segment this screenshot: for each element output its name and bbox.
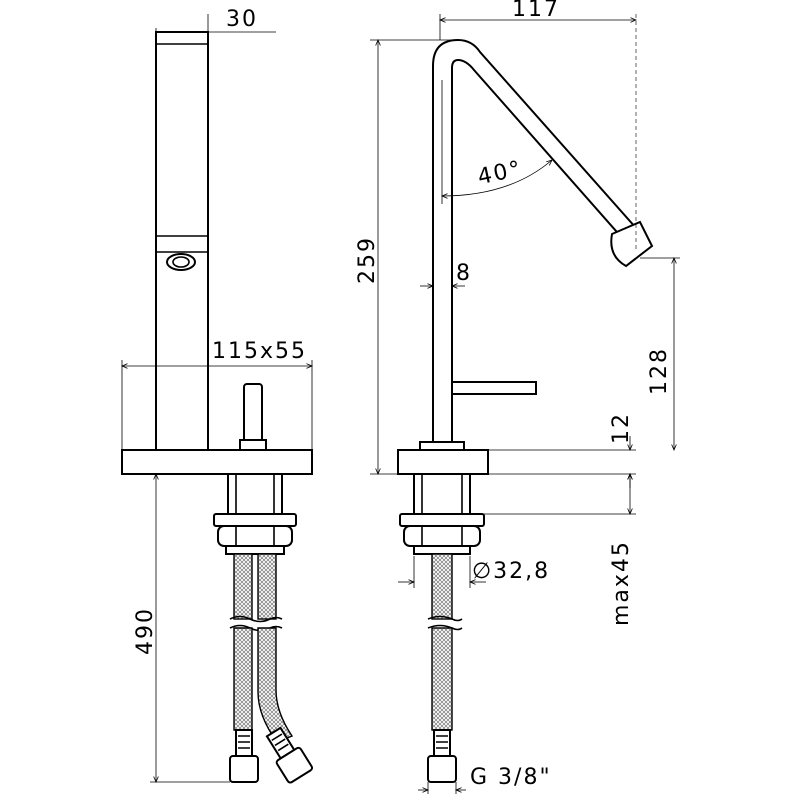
side-view-dimensions: 30 115x55 490	[122, 7, 312, 782]
dim-shank-diameter: ∅32,8	[472, 559, 550, 584]
front-fitting	[433, 729, 451, 757]
hose-right	[257, 553, 277, 620]
hose-left	[233, 553, 253, 620]
front-hose	[431, 553, 453, 620]
front-view	[397, 38, 654, 783]
handle-hole	[166, 253, 196, 271]
dim-total-height: 259	[355, 236, 380, 284]
dim-handle-width: 30	[226, 7, 258, 32]
nut	[213, 513, 297, 527]
spout-outlet	[610, 220, 654, 268]
dim-connection-thread: G 3/8"	[470, 765, 552, 790]
dim-max-thickness: max45	[609, 540, 634, 626]
side-view	[121, 31, 313, 784]
base-plate	[121, 449, 313, 475]
shank	[227, 473, 283, 515]
fitting-left	[235, 729, 253, 757]
dim-spout-height: 128	[647, 347, 672, 395]
dim-reach: 117	[512, 0, 560, 22]
dim-tube-diameter: 8	[456, 261, 472, 286]
dim-angle: 40°	[476, 156, 525, 190]
front-view-dimensions: 117 259 40° 8 128 12 max45 ∅32,8	[355, 0, 680, 794]
spout-stub	[243, 383, 263, 447]
handle-body	[155, 31, 209, 451]
dim-plate-size: 115x55	[212, 339, 307, 364]
dim-hose-length: 490	[133, 607, 158, 655]
front-base-plate	[397, 449, 489, 475]
lever	[451, 381, 537, 395]
dim-plate-thickness: 12	[609, 412, 634, 444]
